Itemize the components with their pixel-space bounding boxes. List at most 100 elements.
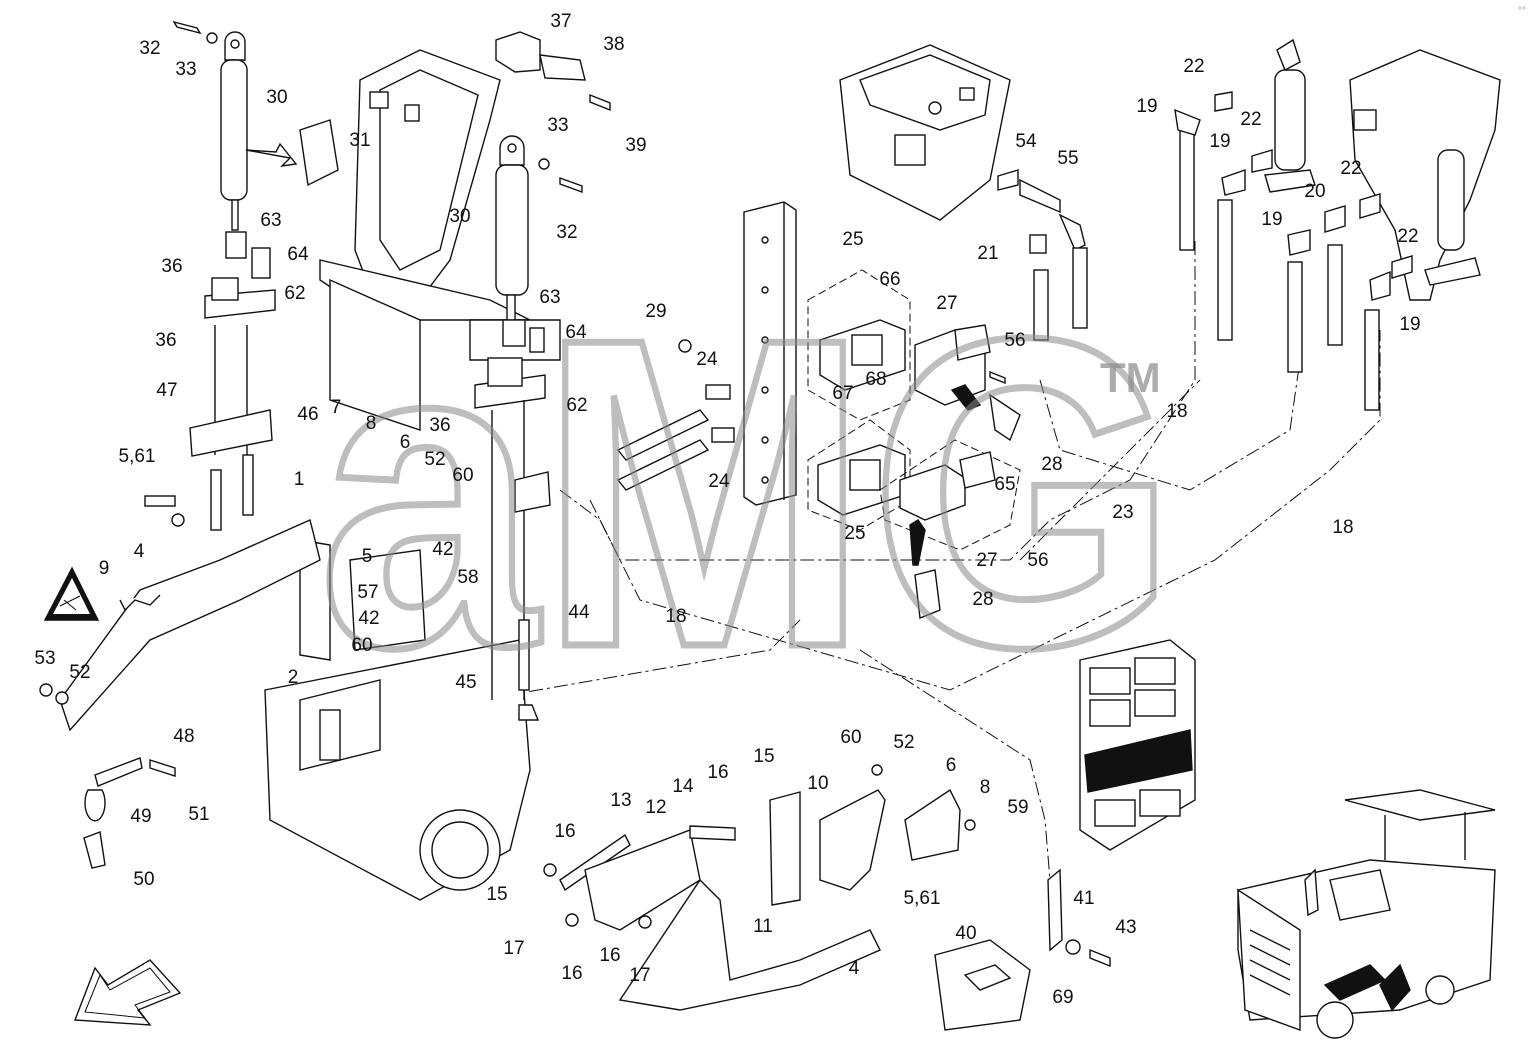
callout-c63a: 63 [260, 210, 281, 231]
callout-c17a: 17 [503, 938, 524, 959]
callout-c67: 67 [832, 383, 853, 404]
watermark: aMG TM [315, 245, 1182, 743]
callout-c43: 43 [1115, 917, 1136, 938]
callout-c22a: 22 [1183, 56, 1204, 77]
callout-c52c: 52 [893, 732, 914, 753]
callout-c18c: 18 [1332, 517, 1353, 538]
valve-stack [1079, 639, 1196, 851]
callout-c36a: 36 [161, 256, 182, 277]
callout-c17b: 17 [629, 965, 650, 986]
callout-c42b: 42 [358, 608, 379, 629]
callout-c22c: 22 [1340, 158, 1361, 179]
callout-c21: 21 [977, 243, 998, 264]
callout-c41: 41 [1073, 888, 1094, 909]
callout-c15b: 15 [486, 884, 507, 905]
corner-mark: °° [1518, 6, 1526, 17]
callout-c46: 46 [297, 404, 318, 425]
watermark-text: aMG [318, 248, 1178, 739]
callout-c5: 5 [362, 546, 373, 567]
callout-c10: 10 [807, 773, 828, 794]
warning-triangle-icon [43, 566, 100, 621]
callout-c56b: 56 [1027, 550, 1048, 571]
callout-c31: 31 [349, 130, 370, 151]
callout-c33b: 33 [547, 115, 568, 136]
callout-c54: 54 [1015, 131, 1037, 152]
callout-c50: 50 [133, 869, 154, 890]
callout-c37: 37 [550, 11, 571, 32]
orientation-arrow-icon [74, 959, 182, 1026]
center-cylinder-assembly [474, 135, 551, 721]
callout-c561a: 5,61 [119, 446, 156, 467]
callout-c28b: 28 [972, 589, 993, 610]
callout-c19a: 19 [1136, 96, 1157, 117]
callout-c29: 29 [645, 301, 666, 322]
callout-c48: 48 [173, 726, 194, 747]
callout-c51: 51 [188, 804, 209, 825]
callout-c69: 69 [1052, 987, 1073, 1008]
hydraulic-block [839, 44, 1088, 341]
callout-c36c: 36 [429, 415, 450, 436]
callout-c14: 14 [672, 776, 694, 797]
callout-c40: 40 [955, 923, 976, 944]
lower-guard-and-brackets [543, 764, 1111, 1031]
callout-c6a: 6 [400, 432, 411, 453]
callout-c8a: 8 [366, 413, 377, 434]
main-frame-column [59, 49, 561, 901]
callout-c56a: 56 [1004, 330, 1025, 351]
callout-c32b: 32 [556, 222, 577, 243]
callout-c52a: 52 [69, 662, 90, 683]
right-cylinder-and-hoses [1174, 38, 1501, 411]
callout-c22b: 22 [1240, 109, 1261, 130]
left-small-parts [39, 683, 176, 869]
callout-c45: 45 [455, 672, 476, 693]
callout-c9: 9 [99, 558, 110, 579]
callout-c18a: 18 [665, 606, 686, 627]
callout-c27a: 27 [936, 293, 957, 314]
callout-c25a: 25 [842, 229, 863, 250]
callout-c60a: 60 [452, 465, 473, 486]
callout-c22d: 22 [1397, 226, 1418, 247]
callout-c4a: 4 [134, 541, 145, 562]
callout-c13: 13 [610, 790, 631, 811]
callout-c57: 57 [357, 582, 378, 603]
callout-c25b: 25 [844, 523, 865, 544]
callout-c19d: 19 [1399, 314, 1420, 335]
callout-c64b: 64 [565, 322, 587, 343]
valve-manifold-bar [743, 201, 797, 506]
callout-c2: 2 [288, 667, 299, 688]
callout-c33a: 33 [175, 59, 196, 80]
callout-c65: 65 [994, 474, 1015, 495]
hose-lines [479, 240, 1381, 881]
callout-c62b: 62 [566, 395, 587, 416]
callout-c23: 23 [1112, 502, 1133, 523]
valve-27-upper [914, 324, 1021, 442]
callout-c27b: 27 [976, 550, 997, 571]
hose-fittings-24 [616, 339, 735, 491]
callout-c1: 1 [294, 469, 305, 490]
callout-c38: 38 [603, 34, 624, 55]
callout-c561b: 5,61 [904, 888, 941, 909]
callout-c60b: 60 [351, 635, 372, 656]
callout-c62a: 62 [284, 283, 305, 304]
callout-c58: 58 [457, 567, 478, 588]
callout-c4b: 4 [849, 958, 860, 979]
callout-c30b: 30 [449, 206, 470, 227]
callout-c18b: 18 [1166, 401, 1187, 422]
callout-c39: 39 [625, 135, 646, 156]
callout-c16c: 16 [561, 963, 582, 984]
callout-c16a: 16 [707, 762, 728, 783]
callout-c44: 44 [568, 602, 590, 623]
callout-c12: 12 [645, 797, 666, 818]
callout-c55: 55 [1057, 148, 1078, 169]
top-bracket [495, 31, 611, 193]
callout-c28a: 28 [1041, 454, 1062, 475]
callout-c52b: 52 [424, 449, 445, 470]
callout-c16d: 16 [599, 945, 620, 966]
callout-c20: 20 [1304, 181, 1325, 202]
callout-c24b: 24 [708, 471, 730, 492]
callout-c68: 68 [865, 369, 886, 390]
callout-c59: 59 [1007, 797, 1028, 818]
callout-c7: 7 [331, 397, 342, 418]
valve-27-lower [879, 384, 1021, 619]
